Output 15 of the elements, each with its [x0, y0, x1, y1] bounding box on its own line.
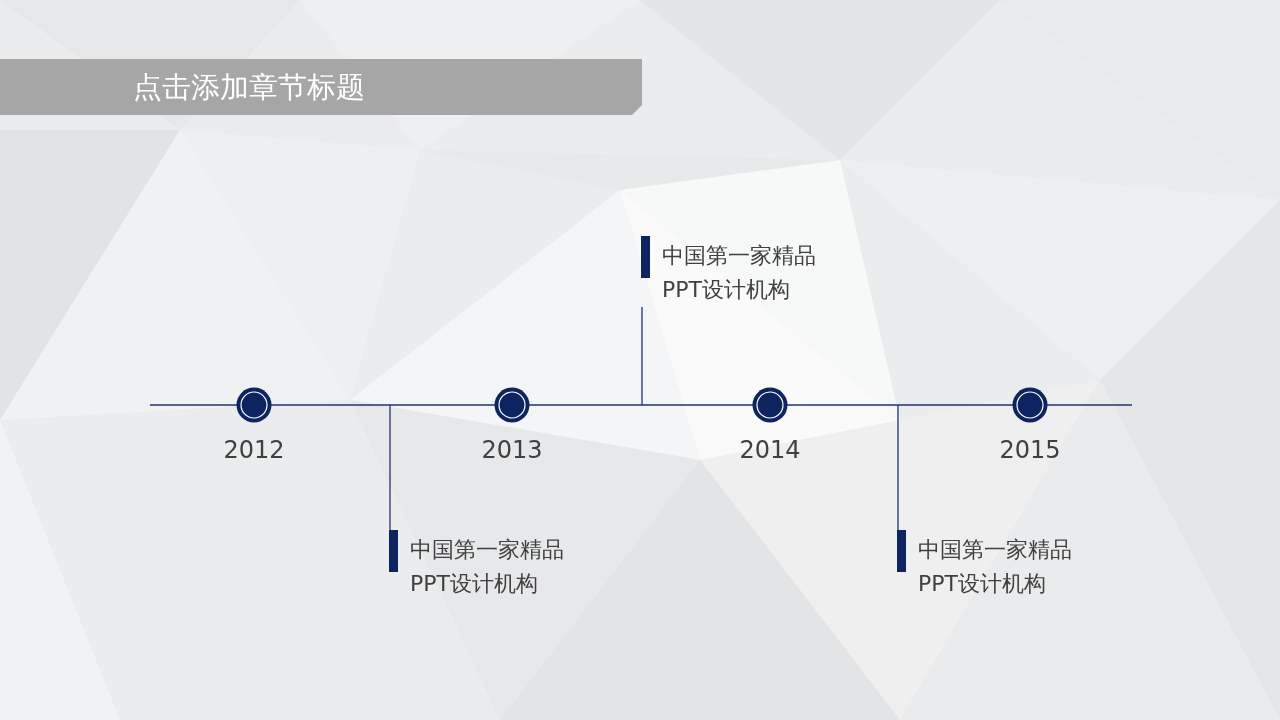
- slide-title: 点击添加章节标题: [133, 69, 365, 106]
- leader-line: [389, 404, 391, 531]
- milestone-circle: [236, 387, 272, 423]
- callout-text: 中国第一家精品PPT设计机构: [918, 536, 1073, 598]
- leader-line: [641, 306, 643, 406]
- year-label: 2015: [998, 435, 1062, 465]
- leader-line: [897, 404, 899, 531]
- year-label: 2013: [480, 435, 544, 465]
- year-label: 2014: [738, 435, 802, 465]
- milestone-circle: [494, 387, 530, 423]
- year-label: 2012: [222, 435, 286, 465]
- callout-text: 中国第一家精品PPT设计机构: [662, 242, 817, 304]
- milestone-circle: [1012, 387, 1048, 423]
- milestone-circle: [752, 387, 788, 423]
- callout-text: 中国第一家精品PPT设计机构: [410, 536, 565, 598]
